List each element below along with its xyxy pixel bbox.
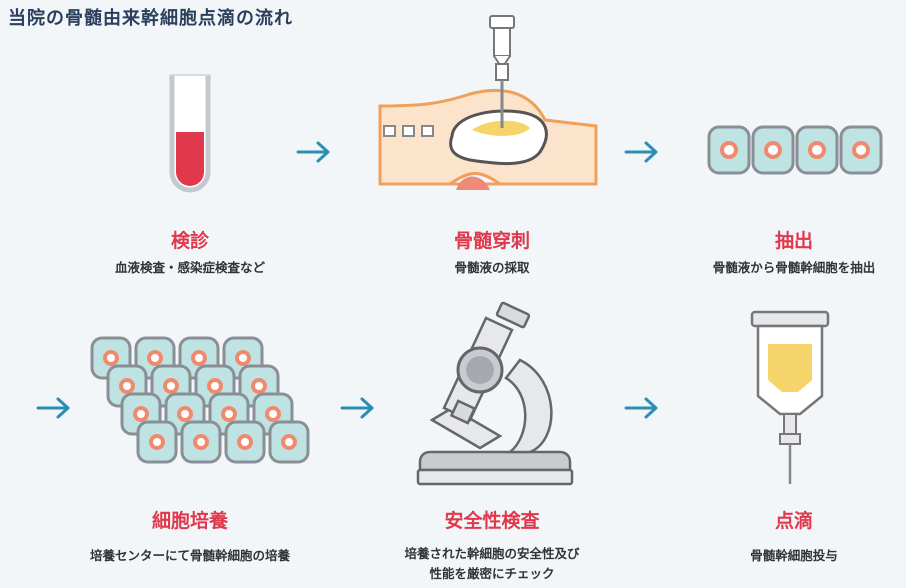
step-desc-safety-line2: 性能を厳密にチェック: [429, 566, 555, 581]
page-title: 当院の骨髄由来幹細胞点滴の流れ: [8, 8, 293, 29]
arrow-right-icon: [340, 397, 374, 419]
step-desc-drip: 骨髄幹細胞投与: [750, 548, 838, 563]
cell: [164, 392, 206, 436]
cell: [268, 420, 310, 464]
cell: [224, 420, 266, 464]
step-desc-extraction: 骨髄液から骨髄幹細胞を抽出: [712, 260, 876, 275]
step-title-puncture: 骨髄穿刺: [453, 230, 530, 252]
cell: [222, 336, 264, 380]
cell: [150, 364, 192, 408]
step-title-culture: 細胞培養: [151, 510, 228, 532]
cell: [134, 336, 176, 380]
cell: [208, 392, 250, 436]
step-desc-safety-line1: 培養された幹細胞の安全性及び: [404, 546, 580, 561]
step-desc-checkup: 血液検査・感染症検査など: [114, 260, 265, 275]
cell: [106, 364, 148, 408]
step-title-safety: 安全性検査: [444, 510, 540, 532]
step-title-checkup: 検診: [170, 230, 209, 252]
arrow-right-icon: [624, 141, 658, 163]
step-desc-culture: 培養センターにて骨髄幹細胞の培養: [89, 548, 290, 563]
cell: [252, 392, 294, 436]
step-title-extraction: 抽出: [774, 230, 813, 252]
cell: [180, 420, 222, 464]
cell: [136, 420, 178, 464]
arrow-right-icon: [296, 141, 330, 163]
cell: [120, 392, 162, 436]
cell: [178, 336, 220, 380]
cell: [90, 336, 132, 380]
cell: [238, 364, 280, 408]
step-desc-puncture: 骨髄液の採取: [454, 260, 530, 275]
arrow-right-icon: [36, 397, 70, 419]
step-title-drip: 点滴: [774, 510, 813, 532]
cell: [194, 364, 236, 408]
arrow-right-icon: [624, 397, 658, 419]
